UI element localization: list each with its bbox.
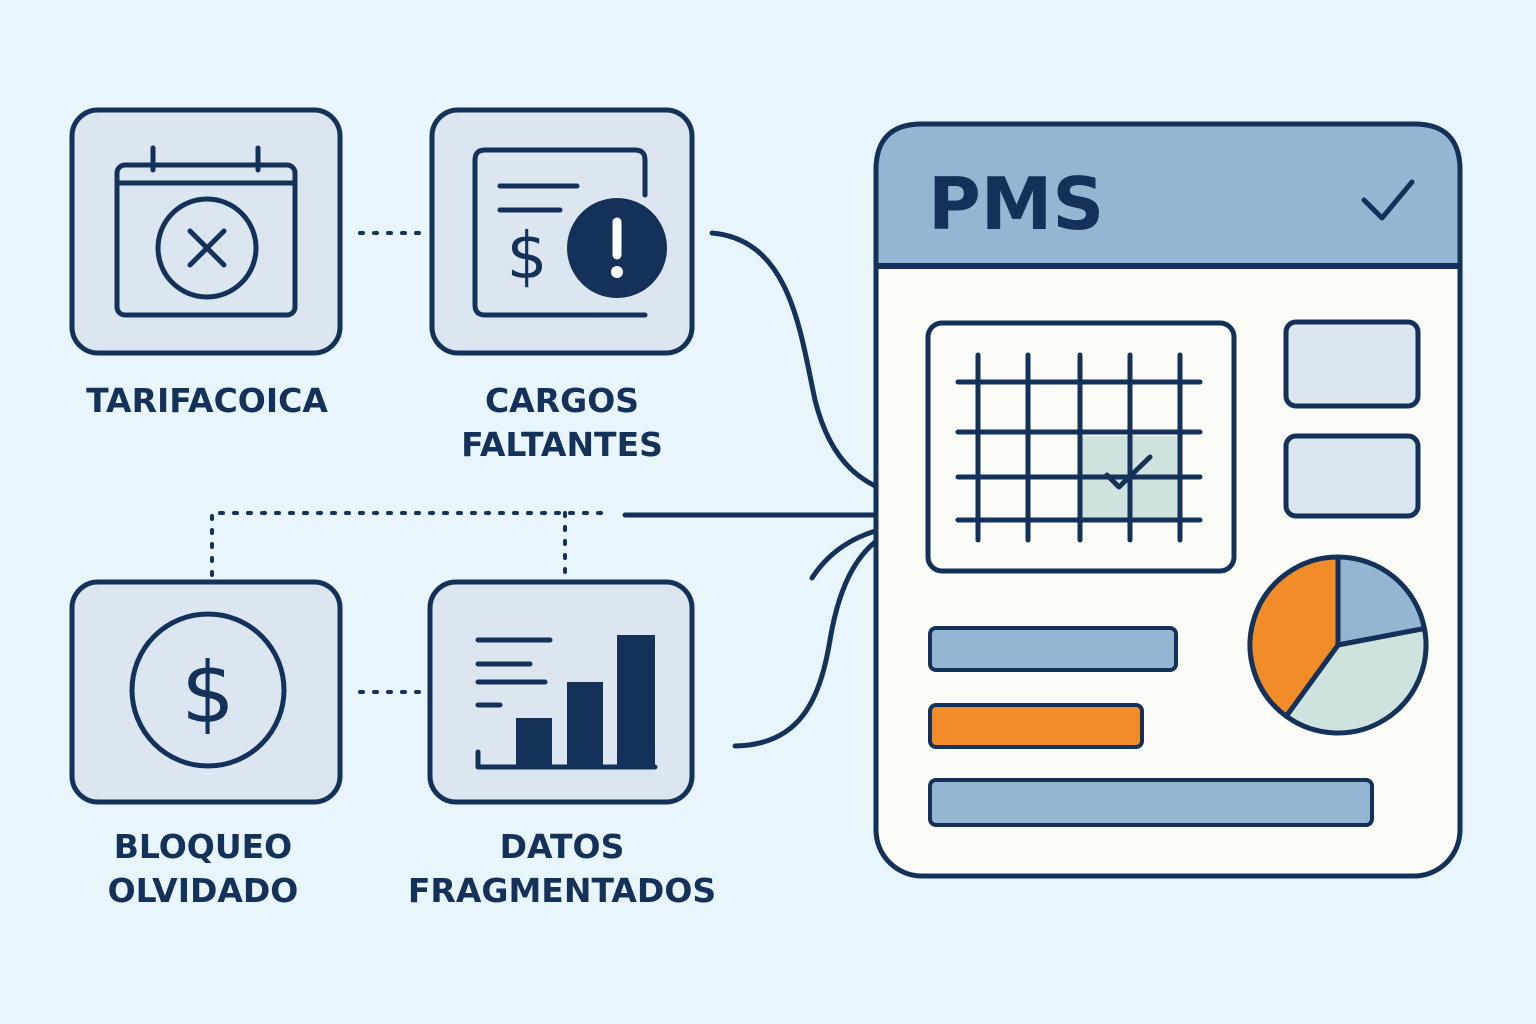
bar-orange — [928, 703, 1144, 749]
problem-label: FALTANTES — [461, 425, 663, 464]
bar-blue-long — [928, 778, 1374, 827]
pms-header — [873, 121, 1463, 269]
widget-card — [1283, 433, 1421, 519]
problem-label: FRAGMENTADOS — [408, 871, 716, 910]
dollar-circle-icon: $ — [129, 611, 287, 769]
pie-chart — [1247, 554, 1429, 736]
pms-title: PMS — [928, 162, 1104, 246]
svg-text:$: $ — [507, 220, 548, 294]
pms-window: PMS — [873, 121, 1463, 879]
svg-text:$: $ — [181, 644, 234, 742]
problem-label: DATOS — [500, 827, 625, 866]
problem-card-datos — [427, 579, 695, 805]
widget-card — [1283, 319, 1421, 409]
calendar-grid-icon — [925, 320, 1237, 574]
pie-slice-blue — [1335, 554, 1427, 648]
calendar-x-icon — [114, 145, 298, 318]
arrow-cargos — [709, 230, 923, 503]
problem-card-cargos: $ — [429, 107, 695, 356]
problem-label: CARGOS — [485, 381, 639, 420]
checkmark-icon — [1361, 179, 1415, 221]
problem-label: OLVIDADO — [108, 871, 299, 910]
bar-blue — [928, 626, 1178, 672]
dotted-connector — [210, 511, 612, 577]
problem-card-tarifa — [69, 107, 343, 356]
problem-card-bloqueo: $ — [69, 579, 343, 805]
checkmark-icon — [1104, 454, 1153, 490]
invoice-alert-icon: $ — [472, 147, 667, 318]
problem-label: BLOQUEO — [114, 827, 293, 866]
pie-slice-mint — [1283, 626, 1429, 736]
pie-slice-orange — [1247, 554, 1341, 719]
bar-chart-icon — [475, 635, 658, 770]
problem-label: TARIFACOICA — [86, 381, 328, 420]
arrow-fragmentados — [732, 532, 888, 749]
